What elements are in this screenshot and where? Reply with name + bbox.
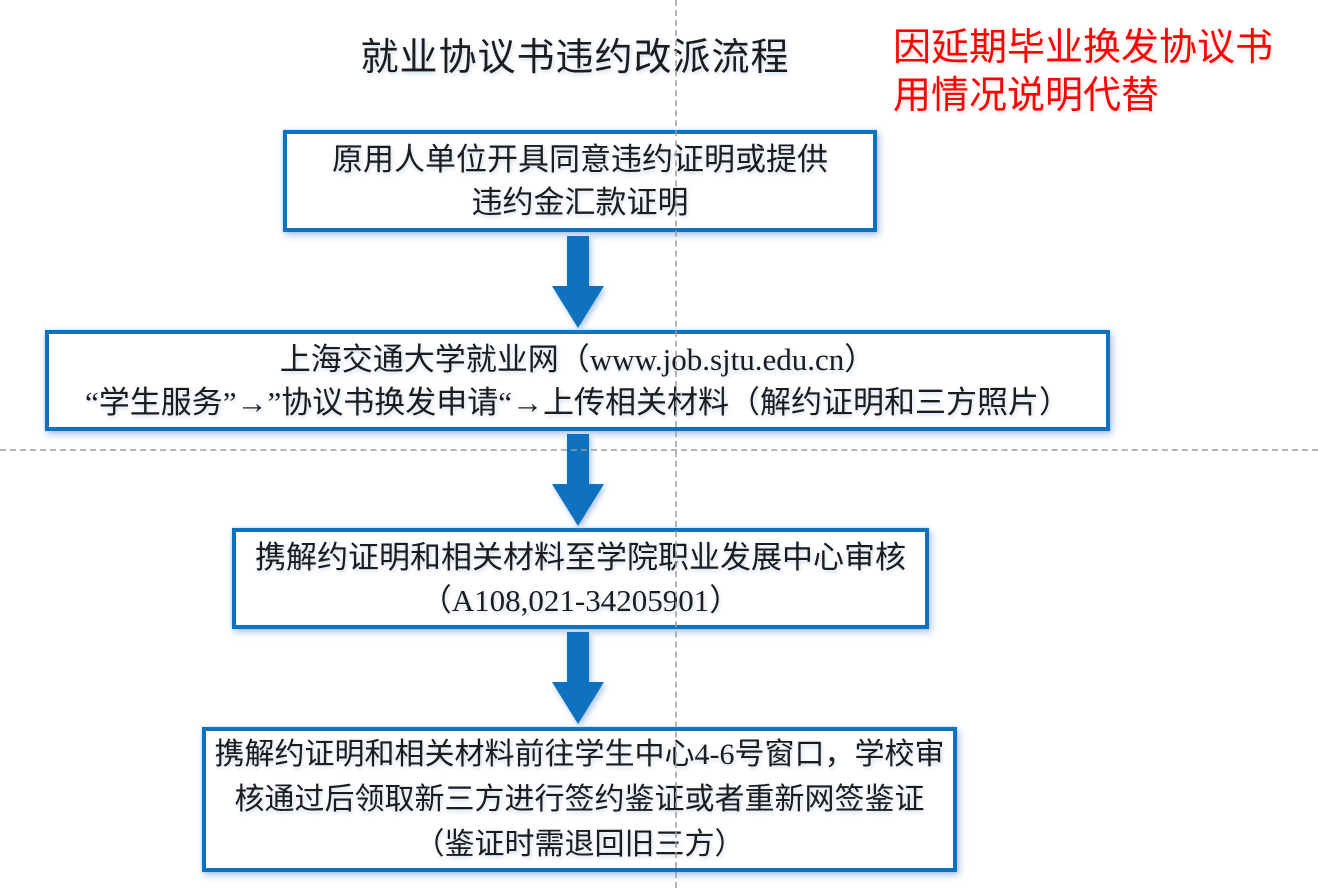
flow-step-4-line-3: （鉴证时需退回旧三方） <box>414 828 745 861</box>
red-annotation-line-2: 用情况说明代替 <box>893 75 1160 117</box>
down-arrow-2-head <box>552 484 604 526</box>
down-arrow-3-shaft <box>567 632 589 682</box>
down-arrow-1-shaft <box>567 236 589 286</box>
down-arrow-3-head <box>552 682 604 724</box>
down-arrow-1 <box>552 236 604 328</box>
down-arrow-2 <box>552 434 604 526</box>
horizontal-guide-line <box>0 449 1318 451</box>
flow-step-3-line-1: 携解约证明和相关材料至学院职业发展中心审核 <box>255 539 906 575</box>
flow-step-3-box: 携解约证明和相关材料至学院职业发展中心审核 （A108,021-34205901… <box>232 528 929 629</box>
red-annotation: 因延期毕业换发协议书 用情况说明代替 <box>893 24 1313 120</box>
down-arrow-1-head <box>552 286 604 328</box>
flow-step-2-line-2: “学生服务”→”协议书换发申请“→上传相关材料（解约证明和三方照片） <box>84 384 1071 420</box>
flow-step-1-line-2: 违约金汇款证明 <box>471 185 689 220</box>
flow-step-1-line-1: 原用人单位开具同意违约证明或提供 <box>332 142 828 177</box>
flow-step-3-line-2: （A108,021-34205901） <box>420 582 741 618</box>
flow-step-4-line-2: 核通过后领取新三方进行签约鉴证或者重新网签鉴证 <box>234 783 925 816</box>
down-arrow-3 <box>552 632 604 724</box>
red-annotation-line-1: 因延期毕业换发协议书 <box>893 27 1274 69</box>
page-title: 就业协议书违约改派流程 <box>360 37 790 79</box>
flow-step-4-line-1: 携解约证明和相关材料前往学生中心4-6号窗口，学校审 <box>214 738 945 771</box>
flow-step-2-box: 上海交通大学就业网（www.job.sjtu.edu.cn） “学生服务”→”协… <box>45 330 1110 431</box>
flow-step-4-box: 携解约证明和相关材料前往学生中心4-6号窗口，学校审 核通过后领取新三方进行签约… <box>202 727 957 872</box>
flow-step-2-line-1: 上海交通大学就业网（www.job.sjtu.edu.cn） <box>279 341 876 377</box>
flow-step-1-box: 原用人单位开具同意违约证明或提供 违约金汇款证明 <box>283 130 877 232</box>
down-arrow-2-shaft <box>567 434 589 484</box>
